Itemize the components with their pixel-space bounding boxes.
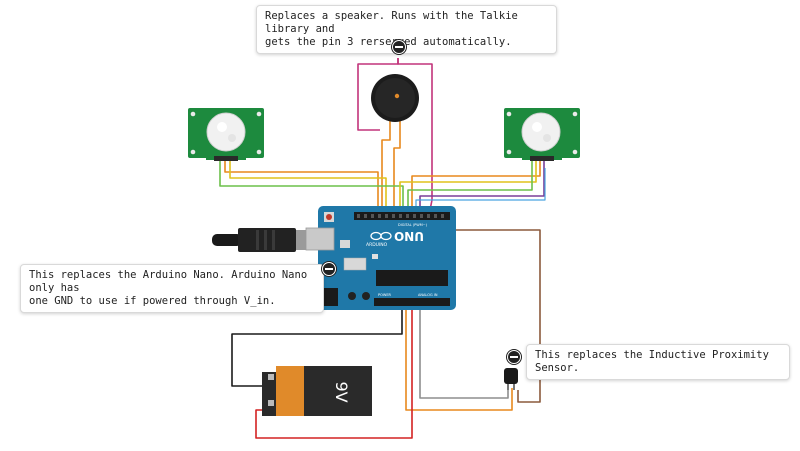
wire-pirL-green — [219, 158, 404, 212]
board-power-label: POWER — [378, 293, 392, 297]
wire-pirR-green — [407, 158, 533, 212]
wire-sensor-gray — [419, 304, 509, 399]
board-analog-label: ANALOG IN — [418, 293, 438, 297]
battery-label: 9V — [332, 381, 351, 402]
note-sensor-pin-icon[interactable] — [507, 350, 521, 364]
wire-pirL-yellow — [229, 158, 387, 212]
battery-9v[interactable]: 9V — [262, 366, 372, 416]
wires — [219, 58, 546, 439]
wire-buzzer-signal — [397, 58, 433, 211]
wire-pirR-yellow — [399, 158, 537, 212]
note-proximity-sensor: This replaces the Inductive Proximity Se… — [526, 344, 790, 380]
wire-sensor-orange — [405, 304, 513, 411]
wire-battery-red — [255, 304, 413, 439]
arduino-logo — [370, 231, 392, 241]
board-brand-label: ARDUINO — [366, 242, 388, 248]
pir-sensor-right[interactable] — [504, 108, 580, 161]
wire-sensor-brown — [448, 229, 541, 403]
wire-buzzer-orange — [381, 120, 391, 212]
wire-pirL-orange — [224, 158, 379, 212]
note-nano-pin-icon[interactable] — [322, 262, 336, 276]
note-speaker-pin-icon[interactable] — [392, 40, 406, 54]
arduino-uno-board[interactable]: ARDUINO UNO DIGITAL (PWM~) POWER ANALOG … — [305, 206, 456, 310]
board-model-label: UNO — [394, 229, 424, 243]
note-arduino-nano: This replaces the Arduino Nano. Arduino … — [20, 264, 324, 313]
usb-cable[interactable] — [212, 228, 308, 252]
wire-pirR-orange — [411, 158, 541, 212]
board-digital-label: DIGITAL (PWM~) — [398, 223, 428, 227]
wire-pirR-purple — [419, 158, 545, 212]
note-speaker: Replaces a speaker. Runs with the Talkie… — [256, 5, 557, 54]
proximity-sensor-component[interactable] — [504, 368, 518, 390]
piezo-buzzer[interactable] — [371, 74, 419, 122]
wire-buzzer-lead — [393, 120, 401, 212]
pir-sensor-left[interactable] — [188, 108, 264, 161]
wire-battery-black — [231, 304, 403, 387]
